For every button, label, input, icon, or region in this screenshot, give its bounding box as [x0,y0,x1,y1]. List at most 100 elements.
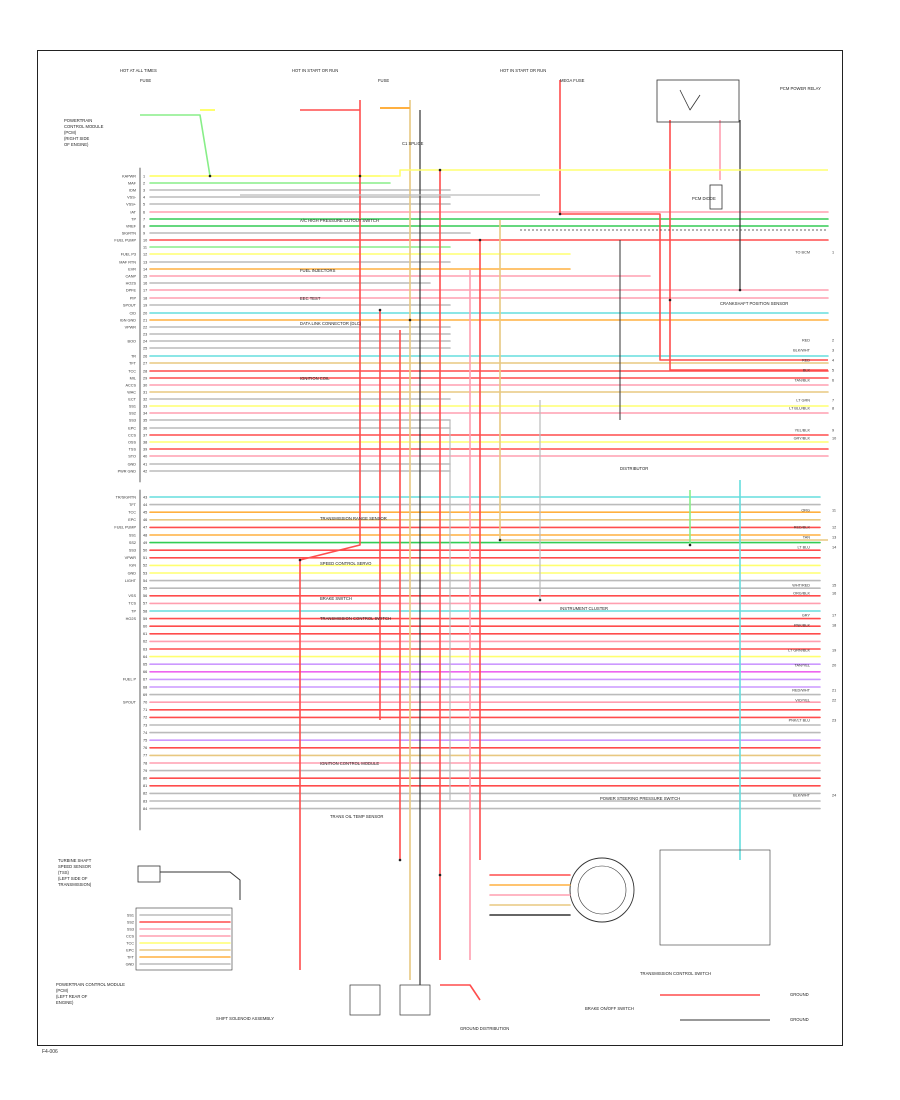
shift-pin-label: GND [126,962,135,966]
right-edge-index: 3 [832,348,834,352]
pcm-pin-label: WAC [127,390,136,394]
label-power-steering: POWER STEERING PRESSURE SWITCH [600,796,680,801]
right-edge-label: GRY [802,613,811,617]
pcm-pin-number: 31 [143,390,147,394]
pcm-pin-number: 42 [143,469,147,473]
pcm-pin-number: 25 [143,346,147,350]
pcm-pin-number: 41 [143,462,147,466]
pcm-pin-label: IGN [129,564,136,568]
pcm-pin-label: CCS [128,433,136,437]
pcm-pin-label: FUEL PUMP [114,526,136,530]
shift-pin-label: EPC [126,948,134,952]
tss-label-line: TRANSMISSION) [58,882,92,887]
pcm-pin-label: TCC [128,511,136,515]
label-ckp: CRANKSHAFT POSITION SENSOR [720,301,788,306]
tss-box [137,865,161,883]
pcm-pin-label: IGN GND [120,318,137,322]
pcm-pin-number: 29 [143,376,147,380]
right-edge-label: RED [802,358,810,362]
pcm-lower-label-line: POWERTRAIN CONTROL MODULE [56,982,125,987]
splice-dot [538,598,542,602]
right-edge-index: 15 [832,583,836,587]
splice-dot [298,558,302,562]
right-edge-label: TAN/YEL [794,663,810,667]
label-ground-dist: GROUND DISTRIBUTION [460,1026,509,1031]
label-mega-fuse: MEGA FUSE [560,78,585,83]
pcm-pin-label: VPWR [125,556,137,560]
distributor-circle [569,857,635,923]
right-edge-label: YEL/BLK [795,428,811,432]
right-edge-index: 18 [832,623,836,627]
pcm-pin-number: 8 [143,224,145,228]
pcm-pin-number: 45 [143,511,147,515]
splice-dot [208,174,212,178]
pcm-pin-number: 57 [143,602,147,606]
label-fuse: FUSE [140,78,151,83]
right-edge-label: GRY/BLK [794,436,811,440]
pcm-pin-number: 14 [143,267,147,271]
pcm-pin-label: FUEL PUMP [114,238,136,242]
pcm-pin-number: 55 [143,587,147,591]
pcm-pin-number: 47 [143,526,147,530]
pcm-pin-number: 64 [143,655,147,659]
pcm-pin-number: 24 [143,339,147,343]
pcm-pin-label: SPOUT [123,701,137,705]
pcm-pin-number: 19 [143,303,147,307]
shift-pin-label: SS1 [127,913,134,917]
pcm-pin-number: 63 [143,647,147,651]
pcm-pin-label: MAF [128,181,137,185]
diagram-border [37,50,843,1046]
splice-dot [668,298,672,302]
trunk-wire [499,220,828,541]
pcm-pin-number: 18 [143,296,147,300]
pcm-pin-label: TP [131,609,136,613]
splice-dot [478,238,482,242]
pcm-pin-number: 54 [143,579,147,583]
relay-wire [669,120,828,371]
pcm-pin-number: 20 [143,311,147,315]
pcm-pin-number: 49 [143,541,147,545]
pcm-pin-label: PIP [130,296,137,300]
right-edge-label: ORG/BLK [793,591,810,595]
shift-solenoid-box [135,907,233,971]
pcm-lower-label-line: (LEFT REAR OF [56,994,88,999]
right-edge-index: 12 [832,525,836,529]
right-edge-index: 17 [832,613,836,617]
right-edge-index: 6 [832,378,834,382]
pcm-pin-number: 72 [143,716,147,720]
pcm-pin-label: TFT [129,503,137,507]
pcm-pin-number: 32 [143,397,147,401]
pcm-pin-number: 37 [143,433,147,437]
right-edge-label: LT GRN [796,398,810,402]
pcm-pin-number: 76 [143,746,147,750]
shift-pin-label: SS2 [127,920,134,924]
splice-dot [358,174,362,178]
pcm-pin-number: 5 [143,202,145,206]
pcm-pin-label: TR/SIGRTN [116,495,137,499]
label-coil: IGNITION COIL [300,376,330,381]
pcm-pin-number: 69 [143,693,147,697]
pcm-pin-label: ACCS [125,383,136,387]
right-edge-label: RED [802,338,810,342]
pcm-pin-label: FUEL P3 [121,252,136,256]
label-pcm-relay: PCM POWER RELAY [780,86,821,91]
right-edge-index: 23 [832,718,836,722]
right-edge-index: 14 [832,545,836,549]
pcm-pin-number: 43 [143,495,147,499]
right-edge-index: 19 [832,648,836,652]
pcm-pin-number: 68 [143,685,147,689]
right-edge-label: RED/BLK [794,525,811,529]
pcm-pin-label: EPC [128,426,136,430]
splice-dot [498,538,502,542]
pcm-pin-label: MIL [130,376,136,380]
right-edge-label: BLK/WHT [793,793,811,797]
right-edge-index: 4 [832,358,834,362]
pcm-pin-number: 44 [143,503,147,507]
pcm-pin-number: 80 [143,777,147,781]
kapwr-wire [150,169,828,177]
label-trans-oil-temp: TRANS OIL TEMP SENSOR [330,814,383,819]
pcm-pin-number: 50 [143,549,147,553]
pcm-pin-label: GND [128,571,137,575]
tss-label-line: (LEFT SIDE OF [58,876,88,881]
